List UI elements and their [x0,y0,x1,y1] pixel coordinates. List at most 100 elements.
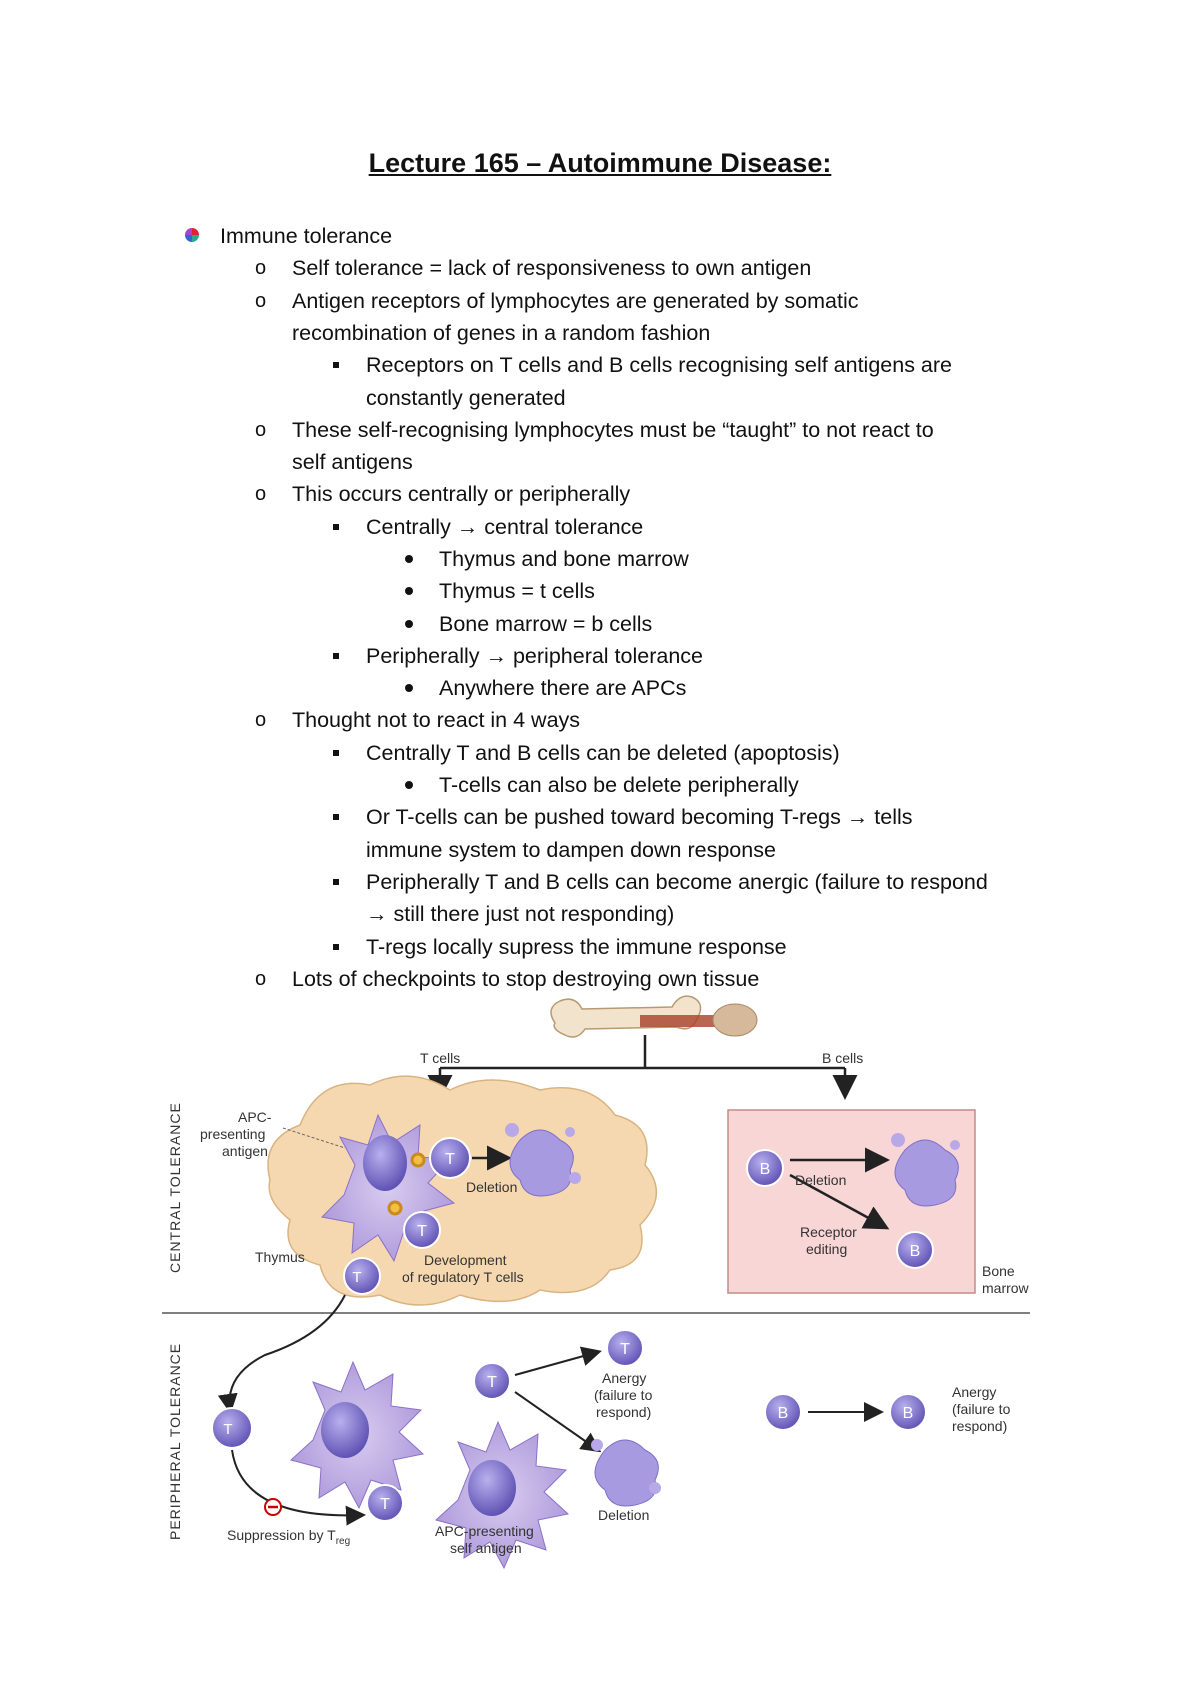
note-line: Receptors on T cells and B cells recogni… [366,353,953,377]
b-cell-icon: B [889,1393,927,1431]
anergy-b-label-1: Anergy [952,1384,996,1400]
central-tolerance-label: CENTRAL TOLERANCE [167,1102,183,1273]
note-line: immune system to dampen down response [366,838,776,862]
note-line: Bone marrow = b cells [439,612,653,636]
svg-text:T: T [417,1223,427,1240]
t-cells-label: T cells [420,1050,460,1066]
bullet-square-icon [333,750,339,756]
apc-cell-icon [434,1420,570,1570]
note-line: Self tolerance = lack of responsiveness … [292,256,812,280]
receptor-editing-label-2: editing [806,1241,847,1257]
suppression-label: Suppression by Treg [227,1527,350,1547]
bullet-circle-icon: o [255,483,267,505]
tcr-complex-icon [387,1152,426,1216]
bullet-circle-icon: o [255,257,267,279]
apoptotic-cell-icon [591,1439,661,1507]
peripheral-tolerance-label: PERIPHERAL TOLERANCE [167,1343,183,1540]
bullet-dot-icon [405,555,413,563]
svg-text:T: T [620,1341,630,1358]
note-line: T-regs locally supress the immune respon… [366,935,787,959]
note-line: Centrally T and B cells can be deleted (… [366,741,840,765]
note-line: T-cells can also be delete peripherally [439,773,799,797]
bullet-circle-icon: o [255,419,267,441]
bullet-circle-icon: o [255,709,267,731]
bullet-square-icon [333,362,339,368]
bullet-dot-icon [405,587,413,595]
apc-label-3: antigen [222,1143,268,1159]
bullet-square-icon [333,814,339,820]
thymus-label: Thymus [255,1249,305,1265]
apc-label-1: APC- [238,1109,272,1125]
svg-text:T: T [380,1496,390,1513]
note-line: These self-recognising lymphocytes must … [292,418,934,442]
bullet-square-icon [333,653,339,659]
development-label-1: Development [424,1252,507,1268]
deletion-label-peripheral: Deletion [598,1507,649,1523]
deletion-label-central-t: Deletion [466,1179,517,1195]
development-label-2: of regulatory T cells [402,1269,524,1285]
b-cell-icon: B [896,1231,934,1269]
note-line: Thought not to react in 4 ways [292,708,581,732]
bullet-circle-icon: o [255,968,267,990]
bullet-square-icon [333,879,339,885]
thymus-shape [267,1075,658,1306]
b-cell-icon: B [746,1149,784,1187]
anergy-b-label-3: respond) [952,1418,1007,1434]
note-line: recombination of genes in a random fashi… [292,321,711,345]
note-line: Peripherally → peripheral tolerance [366,644,704,668]
receptor-editing-label-1: Receptor [800,1224,857,1240]
note-line: Thymus and bone marrow [439,547,689,571]
bullet-dot-icon [405,781,413,789]
anergy-b-label-2: (failure to [952,1401,1011,1417]
b-cell-icon: B [764,1393,802,1431]
t-cell-icon: T [366,1484,404,1522]
apc-self-label-2: self antigen [450,1540,522,1556]
b-cells-label: B cells [822,1050,863,1066]
note-line: Lots of checkpoints to stop destroying o… [292,967,760,991]
note-line: Antigen receptors of lymphocytes are gen… [292,289,859,313]
inhibit-icon [264,1498,282,1516]
note-line: This occurs centrally or peripherally [292,482,631,506]
bone-marrow-label-2: marrow [982,1280,1030,1296]
deletion-label-b: Deletion [795,1172,846,1188]
svg-text:B: B [778,1405,789,1422]
note-line: Thymus = t cells [439,579,595,603]
t-cell-icon: T [473,1362,511,1400]
svg-text:B: B [903,1405,914,1422]
branch-connector [427,1035,858,1100]
apc-label-2: presenting [200,1126,265,1142]
t-cell-icon: T [606,1329,644,1367]
bone-icon [550,995,758,1038]
bullet-globe-icon [185,228,199,242]
bullet-dot-icon [405,620,413,628]
note-line: self antigens [292,450,413,474]
t-cell-icon: T [403,1211,441,1249]
apoptotic-cell-icon [891,1133,960,1207]
apoptotic-cell-icon [505,1123,581,1197]
anergy-t-label-1: Anergy [602,1370,646,1386]
note-line: Or T-cells can be pushed toward becoming… [366,805,913,829]
anergy-t-label-3: respond) [596,1404,651,1420]
svg-text:B: B [760,1161,771,1178]
svg-text:T: T [223,1421,232,1438]
treg-cell-icon: T [211,1407,253,1449]
bullet-dot-icon [405,684,413,692]
anergy-t-label-2: (failure to [594,1387,653,1403]
svg-text:T: T [445,1151,455,1168]
svg-text:B: B [910,1243,921,1260]
bone-marrow-label-1: Bone [982,1263,1015,1279]
page-title: Lecture 165 – Autoimmune Disease: [368,148,832,178]
note-line: constantly generated [366,386,566,410]
t-cell-icon: T [429,1137,471,1179]
note-line: Anywhere there are APCs [439,676,687,700]
note-line: Peripherally T and B cells can become an… [366,870,988,894]
note-line: Centrally → central tolerance [366,515,644,539]
svg-text:T: T [487,1374,497,1391]
apc-self-label-1: APC-presenting [435,1523,534,1539]
treg-cell-icon: T [343,1257,381,1295]
svg-text:T: T [352,1269,361,1286]
apc-cell-icon [289,1360,425,1510]
bullet-circle-icon: o [255,290,267,312]
note-line: → still there just not responding) [366,902,675,926]
